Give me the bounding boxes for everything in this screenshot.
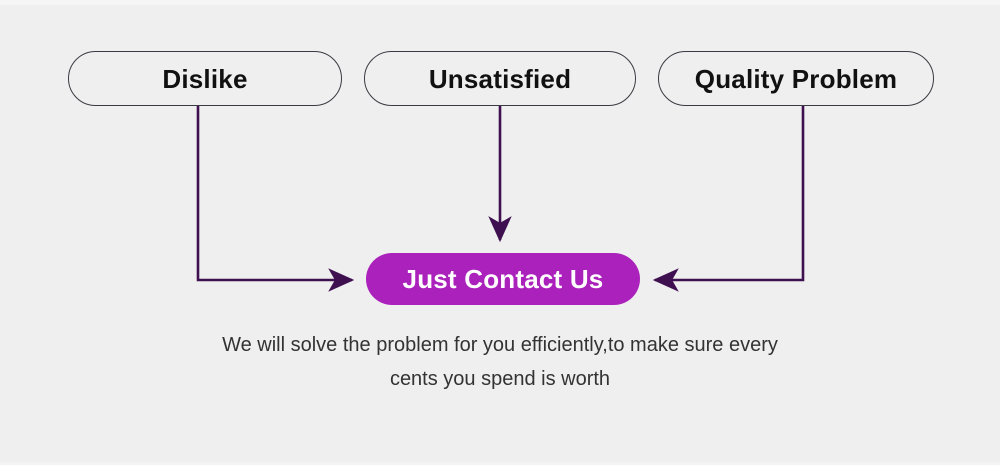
- node-unsatisfied[interactable]: Unsatisfied: [364, 51, 636, 106]
- contact-us-button-label: Just Contact Us: [402, 264, 604, 294]
- bottom-edge-band: [0, 462, 1000, 465]
- top-edge-band: [0, 0, 1000, 5]
- node-dislike[interactable]: Dislike: [68, 51, 342, 106]
- node-quality-problem-label: Quality Problem: [694, 63, 898, 94]
- node-dislike-label: Dislike: [162, 63, 248, 94]
- node-quality-problem[interactable]: Quality Problem: [658, 51, 934, 106]
- caption-line-2: cents you spend is worth: [389, 368, 611, 390]
- edge-quality-to-contact: [652, 106, 805, 292]
- contact-us-button[interactable]: Just Contact Us: [366, 253, 640, 305]
- edge-dislike-to-contact: [196, 106, 355, 292]
- caption-text: We will solve the problem for you effici…: [0, 328, 1000, 396]
- caption-line-1: We will solve the problem for you effici…: [222, 334, 778, 356]
- node-unsatisfied-label: Unsatisfied: [428, 63, 572, 94]
